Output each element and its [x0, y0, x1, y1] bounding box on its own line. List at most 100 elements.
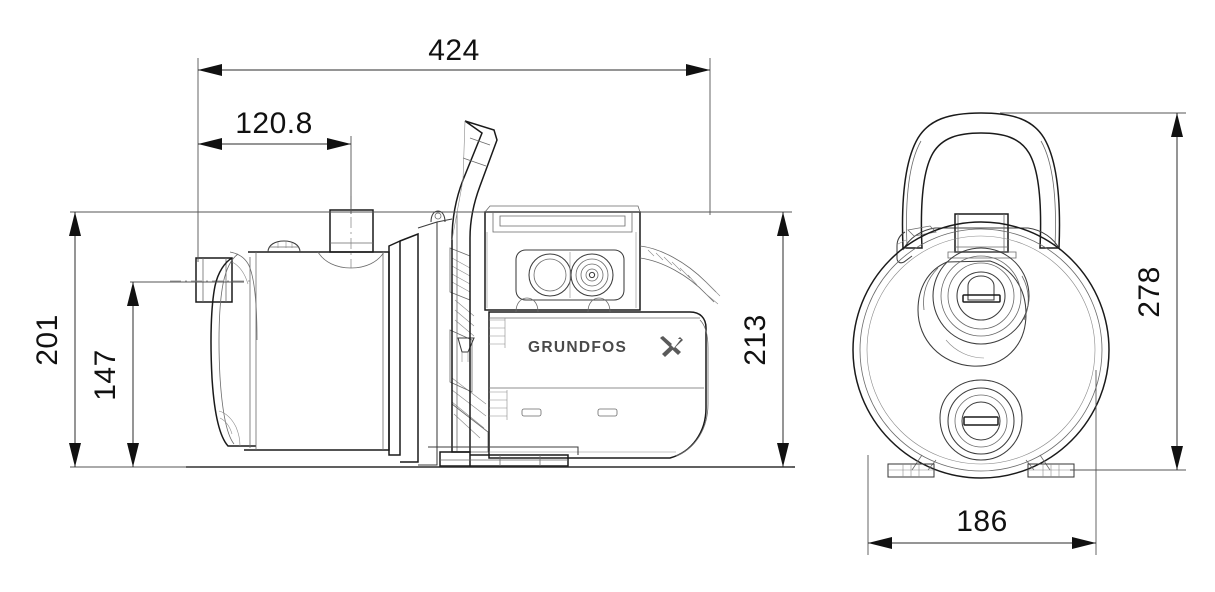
dim-424-text: 424: [428, 34, 480, 67]
housing-fillet-b: [231, 261, 249, 285]
dim-120-8: 120.8: [198, 107, 351, 150]
port-left-inner: [533, 258, 567, 292]
housing-fillet-a: [229, 251, 258, 341]
dim-424: 424: [198, 34, 710, 76]
cable-gland-stem: [461, 352, 469, 362]
twin-port-housing: [515, 249, 625, 301]
shell-notch-left: [515, 297, 539, 313]
vent-boss-ribs: [277, 241, 293, 248]
shroud-panel-mid: [449, 329, 473, 393]
body-inner-circle: [859, 228, 1103, 472]
port-right-ring-1: [575, 258, 609, 292]
dim-147-arrow-bottom: [127, 443, 139, 467]
handle-back-edge: [451, 120, 466, 241]
terminal-box-top: [484, 205, 641, 213]
port-right-center: [588, 271, 596, 279]
bracket-arc: [902, 227, 1061, 251]
motor-shell-body: [488, 311, 707, 459]
port-right-ring-2: [580, 263, 604, 287]
drain-plug-front: [939, 379, 1023, 461]
dim-147: 147: [89, 282, 139, 467]
dim-1208-arrow-right: [327, 138, 351, 150]
shell-vent-right: [597, 408, 618, 417]
handle-pivot-bracket: [896, 213, 1061, 264]
discharge-plug-head: [956, 271, 1006, 321]
housing-front-profile-inner: [218, 253, 239, 445]
drain-plug-head: [961, 401, 1001, 441]
terminal-box-edges: [486, 232, 637, 308]
dim-201: 201: [31, 212, 81, 467]
bracket-side-lug: [896, 231, 913, 264]
dim-186-text: 186: [956, 505, 1008, 538]
base-plate-ribs: [499, 455, 541, 466]
handle-grip-line-b: [462, 157, 487, 167]
handle-bail-inner-r: [1040, 140, 1056, 247]
feet-front: [887, 454, 1075, 478]
motor-shell-outer-curve: [675, 319, 709, 457]
discharge-ring-1: [932, 247, 1030, 345]
body-inner-circle-2: [866, 235, 1096, 465]
discharge-boss-shade-r: [1021, 275, 1029, 321]
bracket-top-block: [954, 213, 1009, 253]
bracket-block-edges: [957, 214, 1005, 252]
base-plate: [428, 446, 579, 467]
discharge-plug-slot: [962, 294, 1001, 303]
port-right-outer: [570, 253, 614, 297]
foot-left-hatch: [888, 464, 934, 477]
handle-bail-inner-l: [906, 140, 922, 247]
brand-logo: GRUNDFOS: [528, 336, 683, 357]
twin-port-block: [515, 249, 625, 301]
drain-ring-2: [954, 394, 1008, 448]
lifting-lug: [430, 210, 446, 223]
port-right-ring-3: [585, 268, 599, 282]
port-left-outer: [528, 253, 572, 297]
discharge-boss-shade-b: [945, 339, 985, 359]
discharge-plug-slot-body: [967, 275, 995, 301]
terminal-box-lid-inner: [492, 212, 633, 233]
handle-profile: [451, 120, 498, 453]
coupling-flange: [388, 210, 489, 466]
vent-boss: [267, 240, 301, 253]
motor-shell: GRUNDFOS: [488, 297, 709, 459]
dim-201-arrow-top: [69, 212, 81, 236]
brand-logo-text: GRUNDFOS: [528, 339, 627, 356]
brand-mark-x-icon: [660, 336, 683, 357]
base-plate-upper-edge: [428, 446, 579, 455]
dim-201-text: 201: [31, 314, 64, 366]
housing-foot-fillet-inner: [219, 417, 233, 435]
front-elevation-view: 278 186: [852, 112, 1186, 555]
drain-boss-outline: [939, 379, 1023, 461]
body-outer-circle: [852, 221, 1110, 479]
cooling-fins: [489, 318, 508, 420]
lifting-lug-hole: [434, 212, 442, 220]
dim-213-arrow-bottom: [777, 443, 789, 467]
pump-housing-left: [170, 196, 390, 451]
dim-1208-arrow-left: [198, 138, 222, 150]
handle-grip-line-a: [469, 137, 491, 146]
bracket-link-arm: [907, 225, 937, 237]
discharge-boss-outline: [917, 260, 1027, 367]
housing-front-profile: [210, 257, 256, 447]
dim-278: 278: [1133, 113, 1183, 470]
base-foot-left: [439, 451, 471, 467]
dim-147-text: 147: [89, 349, 122, 401]
flange-plate-3: [417, 221, 438, 466]
housing-barrel: [244, 251, 390, 451]
foot-right-hatch: [1028, 464, 1074, 477]
drain-ring-1: [947, 387, 1015, 455]
dim-424-arrow-right: [686, 64, 710, 76]
carry-handle-side: [451, 120, 498, 453]
discharge-ring-3: [947, 262, 1015, 330]
terminal-box: [484, 205, 721, 311]
discharge-port: [329, 209, 374, 253]
foot-right-legs: [1025, 454, 1051, 471]
discharge-plug-front: [917, 247, 1030, 367]
shell-notch-right: [587, 297, 611, 313]
drain-plug-slot: [963, 416, 999, 426]
dim-1208-text: 120.8: [235, 107, 313, 140]
dim-213: 213: [739, 212, 789, 467]
dim-213-text: 213: [739, 314, 772, 366]
bracket-plate: [947, 251, 1017, 259]
